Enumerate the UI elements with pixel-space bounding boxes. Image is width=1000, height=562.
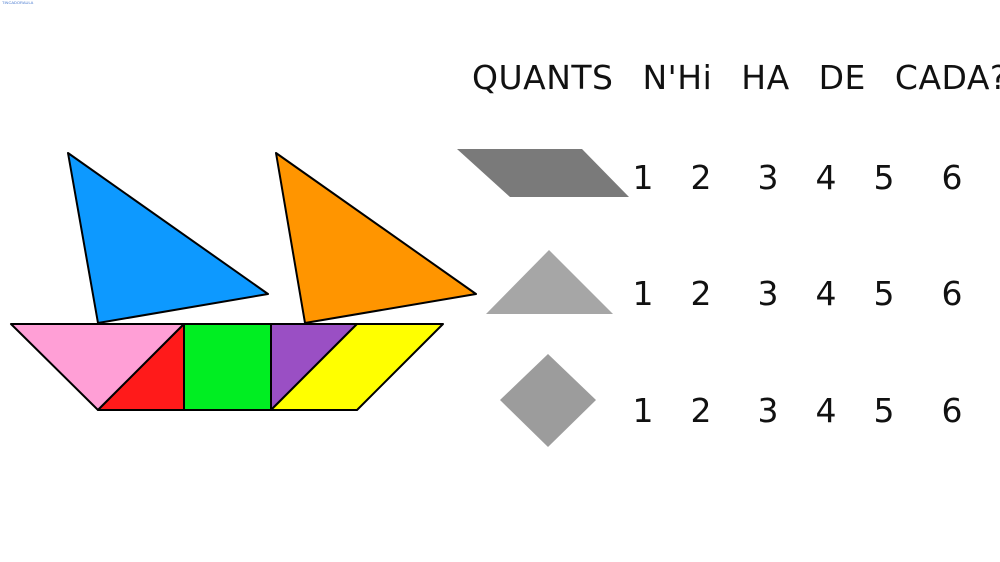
watermark-text: TINCADORAULA xyxy=(2,0,34,5)
title-word: DE xyxy=(818,58,866,97)
tangram-boat xyxy=(10,152,477,411)
answer-row-square: 1 2 3 4 5 6 xyxy=(0,391,1000,431)
title-word: HA xyxy=(741,58,790,97)
option-4[interactable]: 4 xyxy=(815,158,837,197)
parallelogram-icon xyxy=(457,149,629,197)
option-6[interactable]: 6 xyxy=(941,391,963,430)
option-2[interactable]: 2 xyxy=(690,274,712,313)
option-4[interactable]: 4 xyxy=(815,391,837,430)
sail-left-triangle xyxy=(67,152,269,324)
title-word: CADA? xyxy=(894,58,1000,97)
option-3[interactable]: 3 xyxy=(757,274,779,313)
hull-green-square xyxy=(183,323,272,411)
option-5[interactable]: 5 xyxy=(873,391,895,430)
option-1[interactable]: 1 xyxy=(632,391,654,430)
option-2[interactable]: 2 xyxy=(690,158,712,197)
sail-right-triangle xyxy=(275,152,477,324)
option-5[interactable]: 5 xyxy=(873,158,895,197)
option-4[interactable]: 4 xyxy=(815,274,837,313)
option-5[interactable]: 5 xyxy=(873,274,895,313)
question-title: QUANTS N'Hi HA DE CADA? xyxy=(472,58,1000,97)
option-1[interactable]: 1 xyxy=(632,158,654,197)
option-3[interactable]: 3 xyxy=(757,391,779,430)
title-word: QUANTS xyxy=(472,58,614,97)
option-6[interactable]: 6 xyxy=(941,274,963,313)
option-2[interactable]: 2 xyxy=(690,391,712,430)
hull-yellow-parallelogram xyxy=(270,323,444,411)
option-6[interactable]: 6 xyxy=(941,158,963,197)
option-3[interactable]: 3 xyxy=(757,158,779,197)
answer-row-triangle: 1 2 3 4 5 6 xyxy=(0,274,1000,314)
title-word: N'Hi xyxy=(642,58,713,97)
square-icon xyxy=(500,354,596,447)
triangle-icon xyxy=(486,250,613,314)
answer-row-parallelogram: 1 2 3 4 5 6 xyxy=(0,158,1000,198)
option-1[interactable]: 1 xyxy=(632,274,654,313)
